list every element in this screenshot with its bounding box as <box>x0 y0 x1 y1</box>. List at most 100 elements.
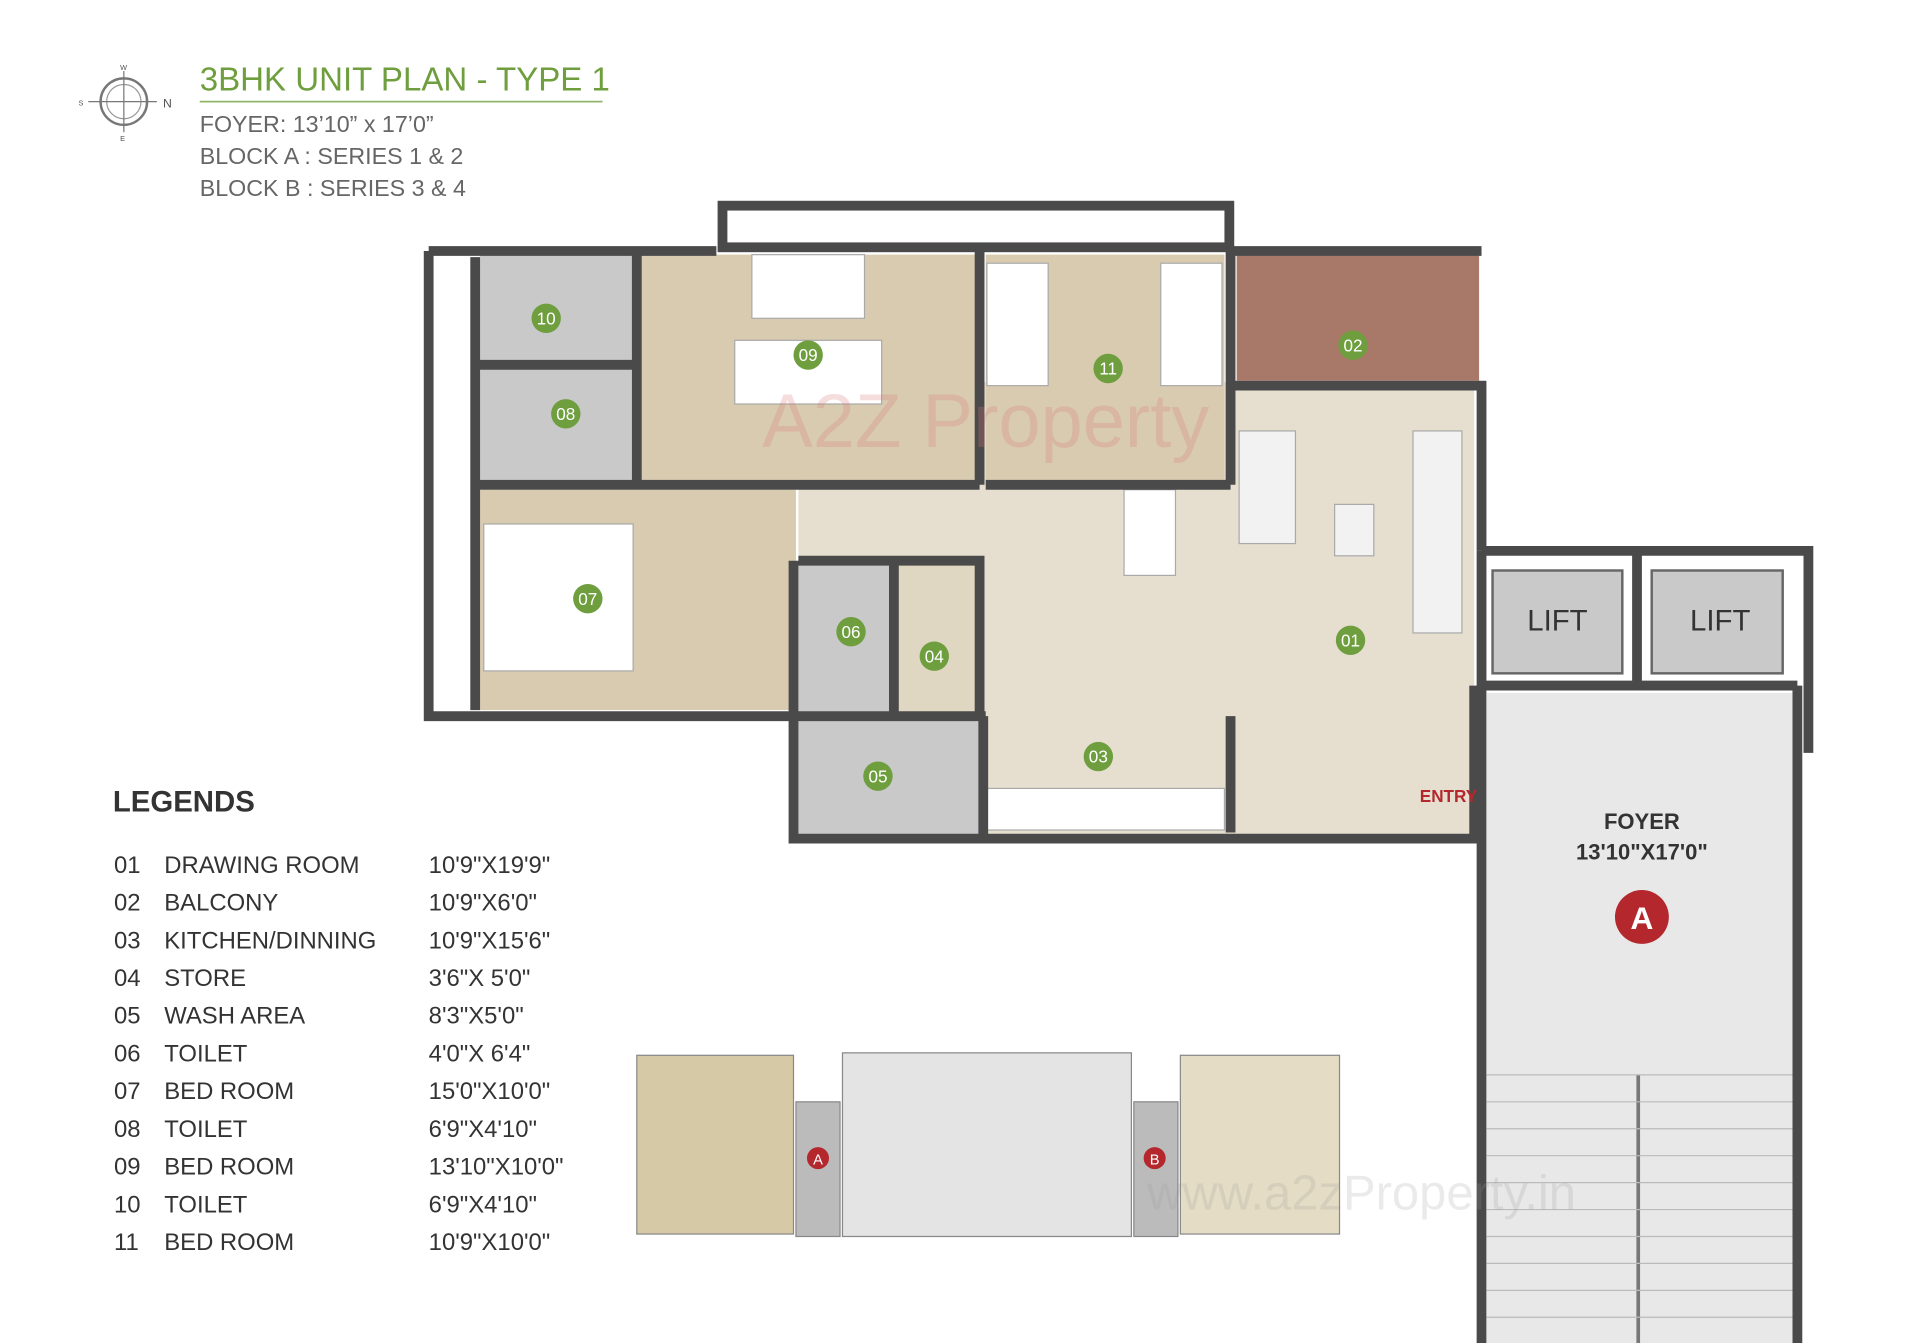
legend-row: 05 WASH AREA 8'3"X5'0" <box>114 1003 524 1030</box>
foyer-label: FOYER <box>1604 809 1680 834</box>
compass-south: S <box>79 98 84 107</box>
room-marker-number: 06 <box>842 622 861 642</box>
room-marker-circle <box>863 761 893 791</box>
room-marker-number: 01 <box>1341 630 1360 650</box>
legend-number: 06 <box>114 1040 141 1067</box>
legend-room-name: TOILET <box>164 1191 248 1218</box>
room-marker-circle <box>1093 353 1123 384</box>
legend-number: 09 <box>114 1154 141 1181</box>
legend-room-name: BED ROOM <box>164 1229 294 1256</box>
legend-room-size: 4'0"X 6'4" <box>429 1040 531 1067</box>
legend-row: 09 BED ROOM 13'10"X10'0" <box>114 1154 563 1181</box>
room-number-marker: 06 <box>836 617 866 647</box>
room-marker-circle <box>551 399 581 429</box>
room-marker-number: 03 <box>1089 747 1108 767</box>
legend-room-size: 10'9"X10'0" <box>429 1229 551 1256</box>
legend-row: 10 TOILET 6'9"X4'10" <box>114 1191 537 1218</box>
room-number-marker: 11 <box>1093 353 1123 384</box>
compass-icon: N S W E <box>79 63 172 143</box>
room-marker-circle <box>573 583 603 614</box>
room-marker-number: 07 <box>578 589 597 609</box>
room-marker-number: 04 <box>925 646 945 666</box>
legend-number: 08 <box>114 1116 141 1143</box>
legend-number: 02 <box>114 890 141 917</box>
lift-1-label: LIFT <box>1527 604 1587 637</box>
room-number-marker: 02 <box>1338 330 1368 360</box>
room-number-marker: 03 <box>1083 741 1114 772</box>
legend-room-size: 15'0"X10'0" <box>429 1078 551 1105</box>
room-marker-circle <box>1083 741 1114 772</box>
legend-number: 01 <box>114 852 141 879</box>
legend-heading: LEGENDS <box>113 786 255 819</box>
legend-room-size: 13'10"X10'0" <box>429 1154 564 1181</box>
legend-room-name: TOILET <box>164 1116 248 1143</box>
compass-east: E <box>120 134 125 143</box>
legend-row: 06 TOILET 4'0"X 6'4" <box>114 1040 530 1067</box>
room-marker-circle <box>1335 625 1366 655</box>
key-plan: A B <box>636 1052 1341 1238</box>
legend-row: 04 STORE 3'6"X 5'0" <box>114 965 530 992</box>
room-number-marker: 05 <box>863 761 893 791</box>
staircase <box>1486 1074 1793 1343</box>
key-plan-marker-b: B <box>1150 1152 1160 1168</box>
legend-row: 03 KITCHEN/DINNING 10'9"X15'6" <box>114 927 550 954</box>
unit-plan <box>423 200 1487 844</box>
legend-room-size: 10'9"X15'6" <box>429 927 551 954</box>
legend-room-name: WASH AREA <box>164 1003 305 1030</box>
room-number-marker: 08 <box>551 399 581 429</box>
room-marker-number: 02 <box>1343 335 1362 355</box>
block-marker-label: A <box>1630 900 1653 936</box>
legend-room-size: 8'3"X5'0" <box>429 1003 524 1030</box>
key-plan-marker-a: A <box>813 1152 823 1168</box>
room-number-marker: 07 <box>573 583 603 614</box>
lift-2-label: LIFT <box>1690 604 1750 637</box>
room-number-marker: 09 <box>793 340 823 370</box>
legend-number: 10 <box>114 1191 141 1218</box>
legend-room-name: TOILET <box>164 1040 248 1067</box>
legend-room-size: 3'6"X 5'0" <box>429 965 531 992</box>
compass-west: W <box>120 63 127 72</box>
legend-room-name: DRAWING ROOM <box>164 852 359 879</box>
legend-number: 04 <box>114 965 141 992</box>
room-marker-number: 08 <box>556 404 575 424</box>
legend-room-size: 10'9"X6'0" <box>429 890 537 917</box>
room-marker-circle <box>1338 330 1368 360</box>
room-marker-circle <box>919 641 949 671</box>
legend-room-name: KITCHEN/DINNING <box>164 927 376 954</box>
room-02-balcony <box>1236 250 1480 381</box>
lift-lobby: LIFT LIFT FOYER 13'10"X17'0" A ENTRY <box>1420 546 1814 1343</box>
legend-number: 03 <box>114 927 141 954</box>
lift-1 <box>1491 569 1624 675</box>
legend-room-name: BED ROOM <box>164 1154 294 1181</box>
room-marker-circle <box>793 340 823 370</box>
legend-table: 01 DRAWING ROOM 10'9"X19'9" 02 BALCONY 10'9"X… <box>114 852 563 1256</box>
legend-number: 11 <box>114 1229 139 1256</box>
room-marker-number: 10 <box>537 308 556 328</box>
legend-room-size: 10'9"X19'9" <box>429 852 551 879</box>
legend-row: 02 BALCONY 10'9"X6'0" <box>114 890 537 917</box>
room-marker-number: 05 <box>868 766 887 786</box>
lift-2 <box>1650 569 1784 675</box>
compass-north: N <box>163 97 172 111</box>
entry-label: ENTRY <box>1420 786 1478 806</box>
block-a-line: BLOCK A : SERIES 1 & 2 <box>200 143 464 169</box>
foyer-size: 13'10"X17'0" <box>1576 839 1708 864</box>
legend-number: 05 <box>114 1003 141 1030</box>
legend-room-size: 6'9"X4'10" <box>429 1191 537 1218</box>
foyer-size-line: FOYER: 13’10” x 17’0” <box>200 111 434 137</box>
room-number-marker: 01 <box>1335 625 1366 655</box>
block-marker <box>1614 890 1669 944</box>
legend-room-name: STORE <box>164 965 246 992</box>
room-marker-circle <box>836 617 866 647</box>
room-number-marker: 10 <box>531 303 561 333</box>
legend-room-name: BALCONY <box>164 890 278 917</box>
legend-number: 07 <box>114 1078 141 1105</box>
room-number-marker: 04 <box>919 641 949 671</box>
room-marker-circle <box>531 303 561 333</box>
block-b-line: BLOCK B : SERIES 3 & 4 <box>200 175 466 201</box>
watermark-logo: A2Z Property <box>762 379 1209 464</box>
legend-row: 11 BED ROOM 10'9"X10'0" <box>114 1229 550 1256</box>
